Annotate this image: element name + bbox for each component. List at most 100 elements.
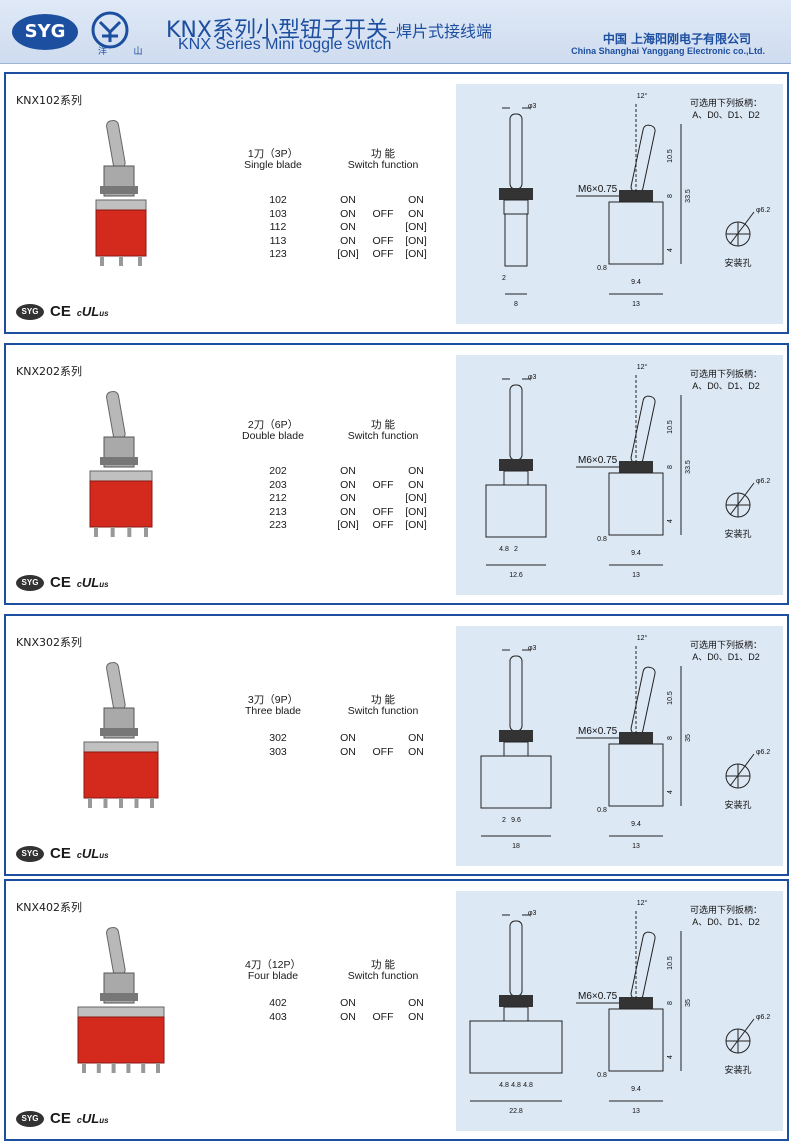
- position-c: ON: [408, 1010, 424, 1023]
- section-title: KNX302系列: [16, 636, 82, 649]
- mount-hole-label: 安装孔: [724, 257, 751, 268]
- ce-mark-icon: CE: [50, 303, 71, 320]
- position-a: ON: [340, 745, 356, 758]
- position-b: OFF: [372, 248, 394, 260]
- dim-10-5: 10.5: [667, 149, 674, 163]
- position-a: ON: [340, 478, 356, 491]
- position-b: OFF: [372, 478, 394, 491]
- position-c: [ON]: [405, 221, 427, 233]
- company-name-cn: 中国 上海阳刚电子有限公司: [602, 32, 751, 46]
- section-title: KNX402系列: [16, 901, 82, 914]
- ce-mark-icon: CE: [50, 1110, 71, 1127]
- blade-en: Three blade: [244, 705, 302, 717]
- function-en: Switch function: [347, 159, 419, 171]
- position-a: ON: [340, 194, 356, 206]
- syg-logo: SYG: [12, 14, 78, 50]
- logo-caption: 洋 山: [98, 46, 155, 56]
- blade-en: Double blade: [242, 430, 304, 442]
- position-b: OFF: [372, 1010, 394, 1023]
- yanggang-logo-icon: [91, 11, 129, 49]
- side-width-dim: 18: [512, 843, 520, 850]
- mount-hole-label: 安装孔: [724, 799, 751, 810]
- section-title: KNX202系列: [16, 365, 82, 378]
- mount-hole-diameter: φ6.2: [756, 1014, 770, 1021]
- switch-photo: [77, 926, 165, 1073]
- dim-0-8: 0.8: [597, 536, 607, 543]
- model-number: 103: [269, 207, 287, 220]
- mount-hole-diameter: φ6.2: [756, 207, 770, 214]
- syg-cert-icon: SYG: [16, 845, 44, 862]
- position-c: [ON]: [405, 248, 427, 260]
- title-cn-sub: –焊片式接线端: [387, 22, 492, 41]
- dim-13: 13: [632, 843, 640, 850]
- function-cn: 功 能: [371, 959, 395, 971]
- dim-13: 13: [632, 572, 640, 579]
- dim-10-5: 10.5: [667, 691, 674, 705]
- dim-0-8: 0.8: [597, 1072, 607, 1079]
- blade-cn: 3刀（9P）: [247, 694, 299, 706]
- dim-4: 4: [667, 1055, 674, 1059]
- blade-en: Single blade: [244, 159, 302, 171]
- angle-label: 12°: [637, 634, 648, 642]
- function-cn: 功 能: [371, 419, 395, 431]
- dim-10-5: 10.5: [667, 420, 674, 434]
- position-a: ON: [340, 221, 356, 233]
- ul-text: UL: [81, 1111, 100, 1126]
- position-a: ON: [340, 505, 356, 518]
- model-number: 302: [269, 732, 287, 744]
- model-number: 303: [269, 745, 287, 758]
- page-title: KNX系列小型钮子开关–焊片式接线端: [166, 12, 492, 44]
- height-dim: 35: [685, 734, 692, 742]
- mount-hole-diameter: φ6.2: [756, 478, 770, 485]
- handle-options-list: A、D0、D1、D2: [692, 110, 760, 120]
- dim-4: 4: [667, 790, 674, 794]
- position-c: ON: [408, 732, 424, 744]
- position-c: ON: [408, 207, 424, 220]
- function-en: Switch function: [347, 705, 419, 717]
- angle-label: 12°: [637, 899, 648, 907]
- position-a: [ON]: [337, 519, 359, 531]
- dim-0-8: 0.8: [597, 265, 607, 272]
- side-width-dim: 8: [514, 301, 518, 308]
- handle-options-label: 可选用下列扳柄：: [690, 639, 762, 650]
- ul-text: UL: [81, 304, 100, 319]
- ul-text: UL: [81, 846, 100, 861]
- model-number: 212: [269, 492, 287, 504]
- position-b: OFF: [372, 745, 394, 758]
- ul-c: c: [76, 308, 82, 318]
- ul-mark-icon: cULus: [77, 846, 109, 861]
- handle-options-list: A、D0、D1、D2: [692, 917, 760, 927]
- dim-8: 8: [667, 194, 674, 198]
- side-dim: 4.8: [499, 546, 509, 553]
- side-dim: 4.8: [523, 1082, 533, 1089]
- function-en: Switch function: [347, 970, 419, 982]
- page-title-en: KNX Series Mini toggle switch: [178, 36, 392, 53]
- blade-cn: 4刀（12P）: [244, 959, 302, 971]
- ul-text: UL: [81, 575, 100, 590]
- toggle-diameter-label: φ3: [528, 374, 537, 381]
- page-header: SYG 洋 山 KNX系列小型钮子开关–焊片式接线端 KNX Series Mi…: [0, 0, 791, 64]
- position-a: ON: [340, 1010, 356, 1023]
- ul-c: c: [76, 1115, 82, 1125]
- syg-cert-icon: SYG: [16, 303, 44, 320]
- blade-cn: 2刀（6P）: [247, 419, 299, 431]
- function-cn: 功 能: [371, 148, 395, 160]
- handle-options-label: 可选用下列扳柄：: [690, 368, 762, 379]
- height-dim: 35: [685, 999, 692, 1007]
- model-number: 113: [269, 234, 287, 247]
- syg-cert-icon: SYG: [16, 1110, 44, 1127]
- position-a: ON: [340, 732, 356, 744]
- mount-hole-label: 安装孔: [724, 1064, 751, 1075]
- position-b: OFF: [372, 234, 394, 247]
- switch-photo: [89, 390, 153, 537]
- position-b: OFF: [372, 505, 394, 518]
- side-width-dim: 22.8: [509, 1108, 523, 1115]
- function-en: Switch function: [347, 430, 419, 442]
- ce-mark-icon: CE: [50, 845, 71, 862]
- ul-mark-icon: cULus: [77, 575, 109, 590]
